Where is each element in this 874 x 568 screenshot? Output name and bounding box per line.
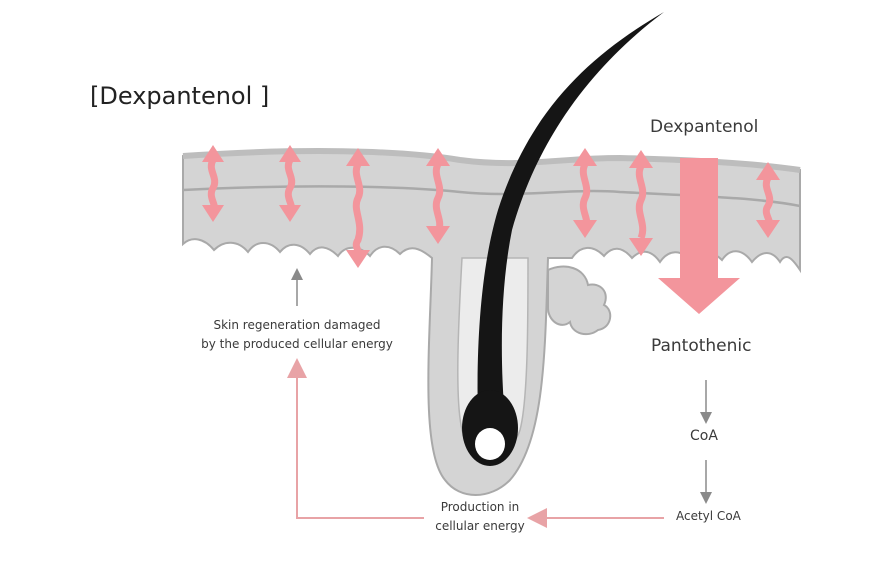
hydration-arrow-6 [629, 150, 653, 256]
hydration-arrow-2 [279, 145, 301, 222]
label-production-line-1: Production in [440, 500, 520, 514]
diagram-title: [Dexpantenol ] [90, 82, 270, 110]
label-acetyl-coa: Acetyl CoA [676, 509, 741, 523]
label-pantothenic: Pantothenic [651, 336, 752, 356]
hydration-arrow-1 [202, 145, 224, 222]
label-production-line-2: cellular energy [435, 519, 525, 533]
epidermis-inner-line [182, 185, 801, 208]
hydration-arrow-7 [756, 162, 780, 238]
hair-shaft [477, 12, 664, 422]
label-dexpantenol: Dexpantenol [650, 117, 759, 137]
dermal-papilla [475, 428, 505, 460]
label-skin-line-1: Skin regeneration damaged [213, 318, 381, 332]
sebaceous-gland [547, 265, 612, 336]
label-skin-regeneration: Skin regeneration damaged by the produce… [178, 316, 416, 354]
dexpantenol-penetration-arrow [658, 158, 740, 314]
hydration-arrow-3 [346, 148, 370, 268]
hydration-arrows [202, 145, 780, 268]
label-production-cellular-energy: Production in cellular energy [420, 498, 540, 536]
hydration-arrow-5 [573, 148, 597, 238]
label-coa: CoA [690, 428, 718, 444]
label-skin-line-2: by the produced cellular energy [201, 337, 393, 351]
hydration-arrow-4 [426, 148, 450, 244]
arrow-production-to-skin-regeneration [287, 358, 424, 519]
